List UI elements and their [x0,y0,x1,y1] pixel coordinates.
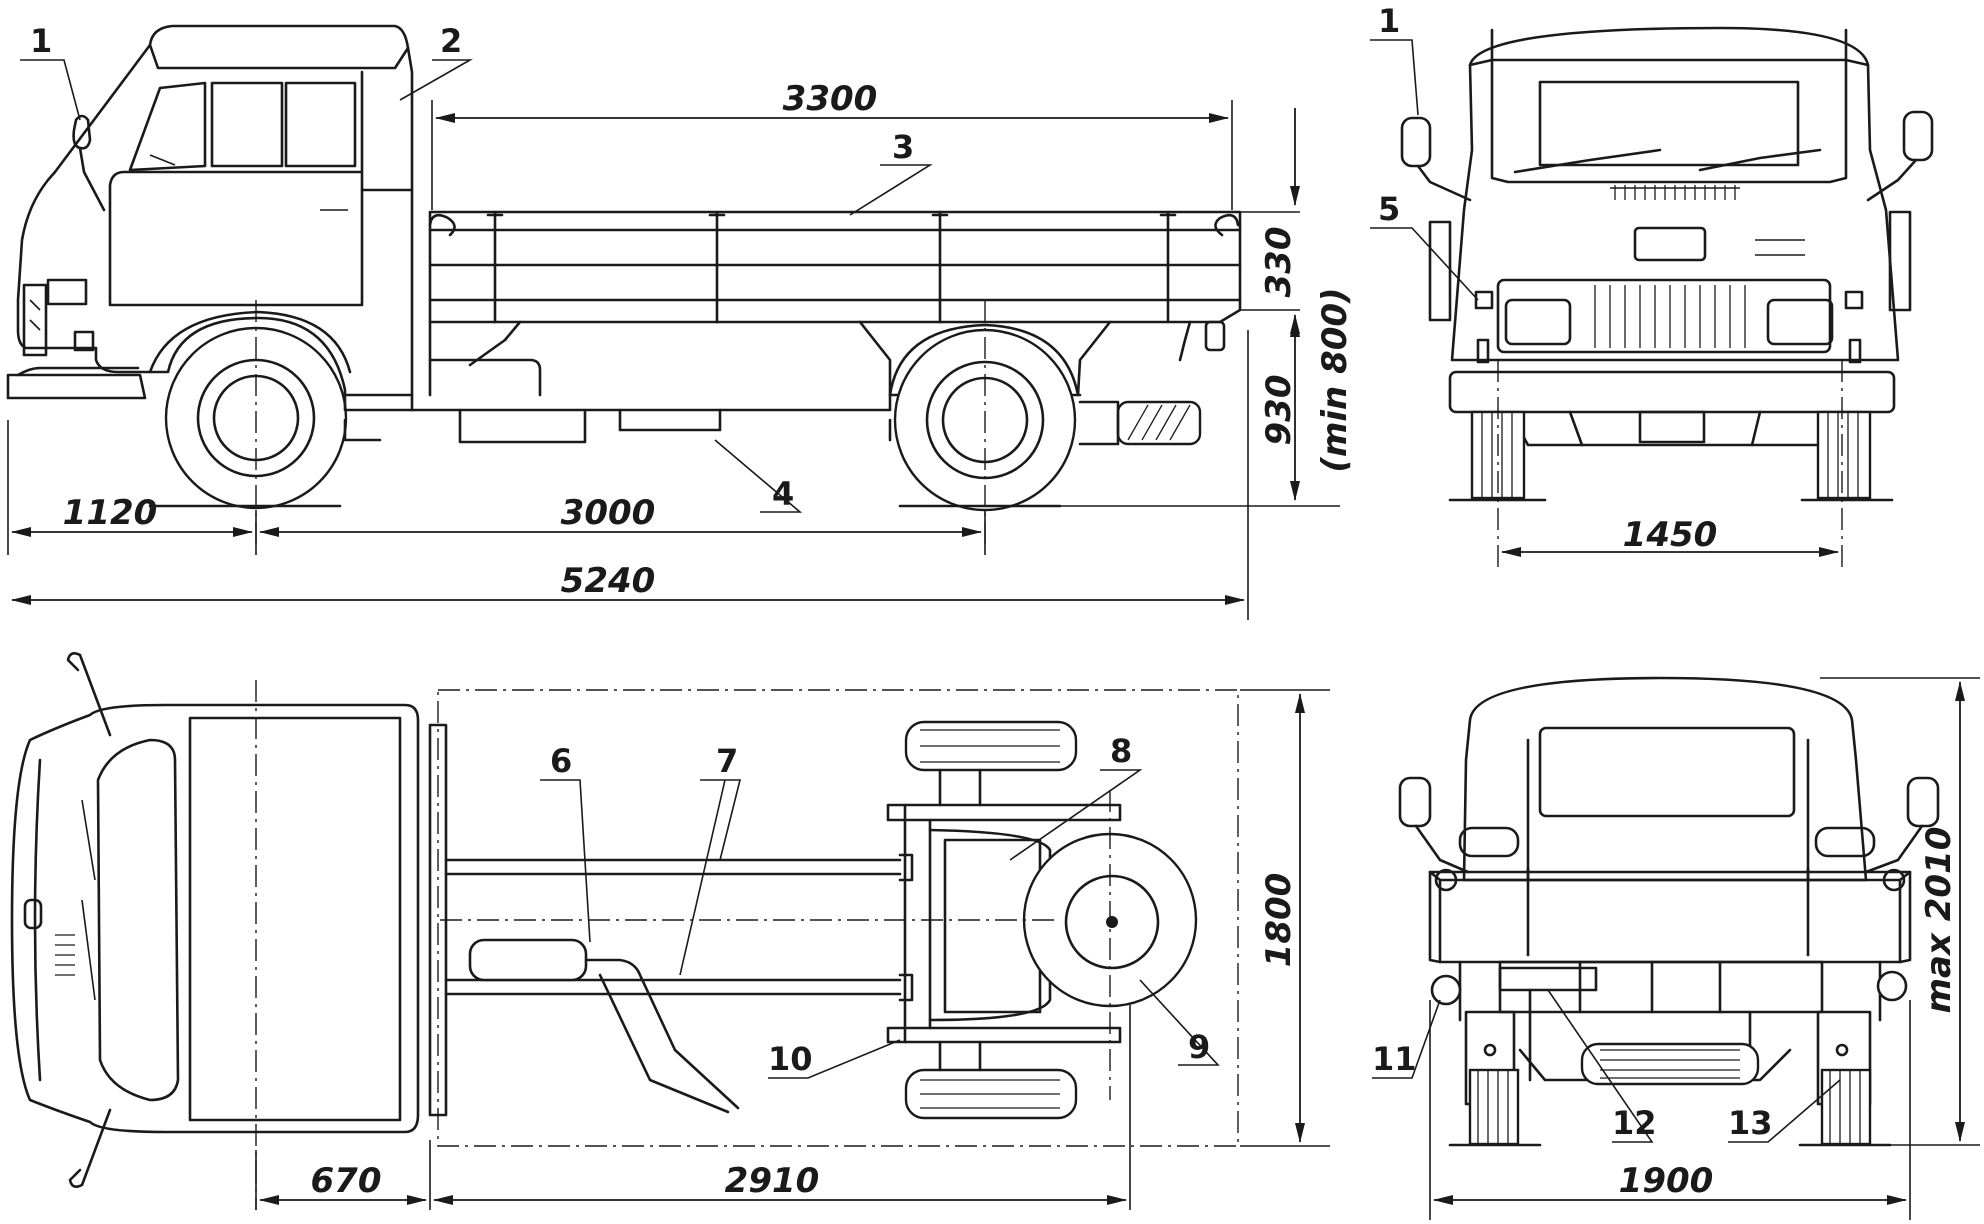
side-cargo-body [428,210,1242,397]
dim-max-height: max 2010 [1919,827,1959,1014]
side-cab-windows [128,81,357,172]
side-dimension-lines [7,100,1340,620]
side-mirror [72,114,92,150]
rear-plate-holder [1498,966,1598,992]
rear-lamp-left [1430,974,1462,1006]
callout-1-side: 1 [30,22,52,60]
dim-front-track: 1450 [1623,515,1718,555]
dim-wheelbase: 3000 [561,493,656,533]
top-dimension-lines [255,689,1330,1210]
front-headlight-right [1766,298,1834,346]
dim-body-length: 3300 [783,79,878,119]
rear-view [1398,676,1940,1147]
side-view [6,24,1242,512]
dim-overall-length: 5240 [561,561,656,601]
dim-front-overhang: 1120 [63,493,158,533]
callout-13: 13 [1728,1104,1773,1142]
callout-4: 4 [772,475,794,513]
rear-lamp-right [1876,970,1908,1002]
top-cab [10,703,420,1134]
callout-leaders [20,39,1841,1143]
dim-body-width: 1800 [1259,873,1299,968]
front-mirror-right [1902,110,1934,162]
callout-12: 12 [1612,1104,1657,1142]
dim-cab-overhang: 670 [311,1161,382,1201]
dim-overall-width: 1900 [1619,1161,1714,1201]
callout-10: 10 [768,1040,813,1078]
callout-8: 8 [1110,732,1132,770]
top-muffler [468,938,588,982]
front-view [1400,26,1934,502]
callout-6: 6 [550,742,572,780]
dim-frame-length: 2910 [725,1161,820,1201]
callout-5: 5 [1378,190,1400,228]
front-grille [1496,278,1832,354]
front-windshield [1490,58,1848,184]
front-mirror-left [1400,116,1432,168]
rear-dimension-lines [1429,677,1980,1220]
callout-1-front: 1 [1378,2,1400,40]
callout-9: 9 [1188,1028,1210,1066]
rear-tailgate [1438,878,1902,964]
top-frame-rails [444,858,902,996]
callout-2: 2 [440,22,462,60]
front-wheel-right [1816,410,1872,500]
callout-11: 11 [1372,1040,1417,1078]
rear-window [1538,726,1796,818]
dim-body-side-height: 330 [1259,227,1299,298]
side-cab-outline [16,24,414,397]
rear-spare-tire [1580,1042,1760,1086]
front-headlight-left [1504,298,1572,346]
callout-7: 7 [716,742,738,780]
top-cargo-outline [437,689,1239,1147]
callout-3: 3 [892,128,914,166]
dim-floor-height: 930 [1259,375,1299,446]
dim-floor-height-min: (min 800) [1315,287,1355,472]
